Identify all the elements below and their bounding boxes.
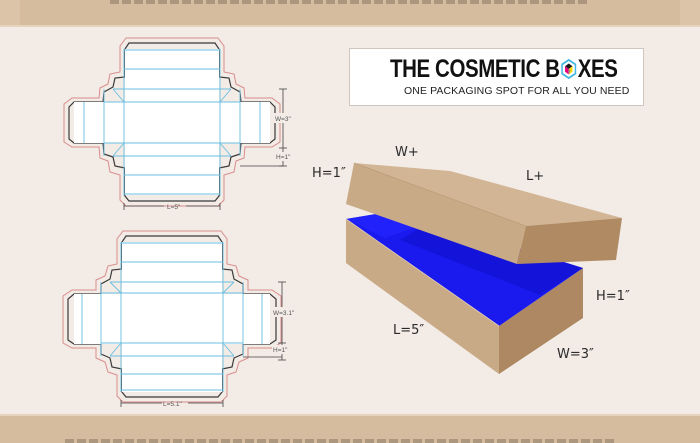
band-edge-right [680,0,700,25]
lid-long-side [346,163,526,264]
dim-length-label: L=5.1" [163,401,182,408]
dieline-base: W=3.1" H=1" L=5.1" [62,230,299,408]
dim-height-label: H=1" [273,347,288,354]
lid-top [354,163,622,226]
logo-tagline: ONE PACKAGING SPOT FOR ALL YOU NEED [404,85,630,97]
dim-length-label: L=5" [167,204,181,211]
hexagon-cube-icon [561,59,577,79]
lid-short-side [517,218,622,264]
logo-title-part2: XES [577,55,618,83]
base-long-side [346,219,499,374]
logo-title-part1: THE COSMETIC B [390,55,560,83]
base-length-label: L=5″ [393,323,425,338]
bleed-line [62,230,282,403]
box-3d-illustration [345,162,622,374]
lid-width-label: W+ [395,145,419,160]
dim-height-label: H=1" [276,154,291,161]
logo-title: THE COSMETIC B XES [390,55,618,84]
banner-cropped-text [110,0,590,4]
dim-width-label: W=3.1" [273,310,295,317]
dieline-lid: W=3" H=1" L=5" [63,37,295,211]
brand-logo: THE COSMETIC B XES ONE PACKAGING SPOT FO… [349,48,644,106]
band-edge-left [0,0,20,25]
dim-width-label: W=3" [275,116,292,123]
base-width-label: W=3″ [557,347,594,362]
base-short-side [499,268,583,374]
lid-height-label: H=1″ [312,166,346,181]
base-height-label: H=1″ [596,289,630,304]
top-banner [0,0,700,27]
lid-length-label: L+ [526,169,545,184]
